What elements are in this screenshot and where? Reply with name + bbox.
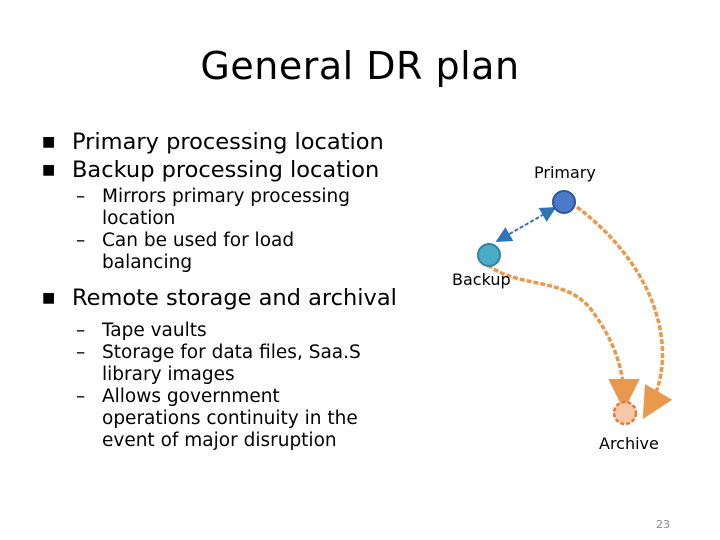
sub-bullet-continuation: operations continuity in the — [42, 408, 422, 430]
sub-bullet-text: Can be used for load — [102, 230, 295, 251]
archive-node — [612, 400, 638, 426]
dash-bullet-icon: – — [76, 342, 86, 363]
sub-bullet-text: Allows government — [102, 386, 280, 407]
dash-bullet-icon: – — [76, 320, 86, 341]
bullet-text: Remote storage and archival — [72, 285, 397, 311]
sub-bullet-text: event of major disruption — [102, 430, 337, 451]
mirror-link-arrow — [495, 207, 557, 242]
slide-title: General DR plan — [200, 44, 520, 88]
bullet-remote-storage: ■ Remote storage and archival — [42, 284, 422, 312]
page-number: 23 — [656, 518, 670, 531]
bullet-text: Primary processing location — [72, 129, 384, 155]
sub-bullet-text: operations continuity in the — [102, 408, 358, 429]
sub-bullet-mirrors: – Mirrors primary processing — [42, 186, 422, 208]
primary-node — [552, 190, 576, 214]
dash-bullet-icon: – — [76, 386, 86, 407]
backup-node — [477, 243, 501, 267]
sub-bullet-continuation: event of major disruption — [42, 430, 422, 452]
dash-bullet-icon: – — [76, 230, 86, 251]
square-bullet-icon: ■ — [42, 290, 56, 306]
bullet-backup-processing: ■ Backup processing location — [42, 156, 422, 184]
primary-node-label: Primary — [534, 163, 596, 182]
sub-bullet-text: library images — [102, 364, 235, 385]
sub-bullet-continuation: location — [42, 208, 422, 230]
archive-node-label: Archive — [599, 434, 659, 453]
backup-node-label: Backup — [452, 270, 511, 289]
sub-bullet-tape-vaults: – Tape vaults — [42, 320, 422, 342]
primary-to-archive-link — [575, 205, 673, 420]
sub-bullet-storage: – Storage for data files, Saa.S — [42, 342, 422, 364]
sub-bullet-government: – Allows government — [42, 386, 422, 408]
sub-bullet-text: Storage for data files, Saa.S — [102, 342, 361, 363]
sub-bullet-text: location — [102, 208, 176, 229]
bullet-text: Backup processing location — [72, 157, 380, 183]
backup-to-archive-link — [486, 263, 640, 411]
sub-bullet-continuation: balancing — [42, 252, 422, 274]
square-bullet-icon: ■ — [42, 134, 56, 150]
sub-bullet-continuation: library images — [42, 364, 422, 386]
square-bullet-icon: ■ — [42, 162, 56, 178]
sub-bullet-text: Mirrors primary processing — [102, 186, 351, 207]
sub-bullet-text: balancing — [102, 252, 193, 273]
dash-bullet-icon: – — [76, 186, 86, 207]
sub-bullet-text: Tape vaults — [102, 320, 207, 341]
sub-bullet-load-balancing: – Can be used for load — [42, 230, 422, 252]
bullet-list: ■ Primary processing location ■ Backup p… — [42, 128, 422, 452]
bullet-primary-processing: ■ Primary processing location — [42, 128, 422, 156]
